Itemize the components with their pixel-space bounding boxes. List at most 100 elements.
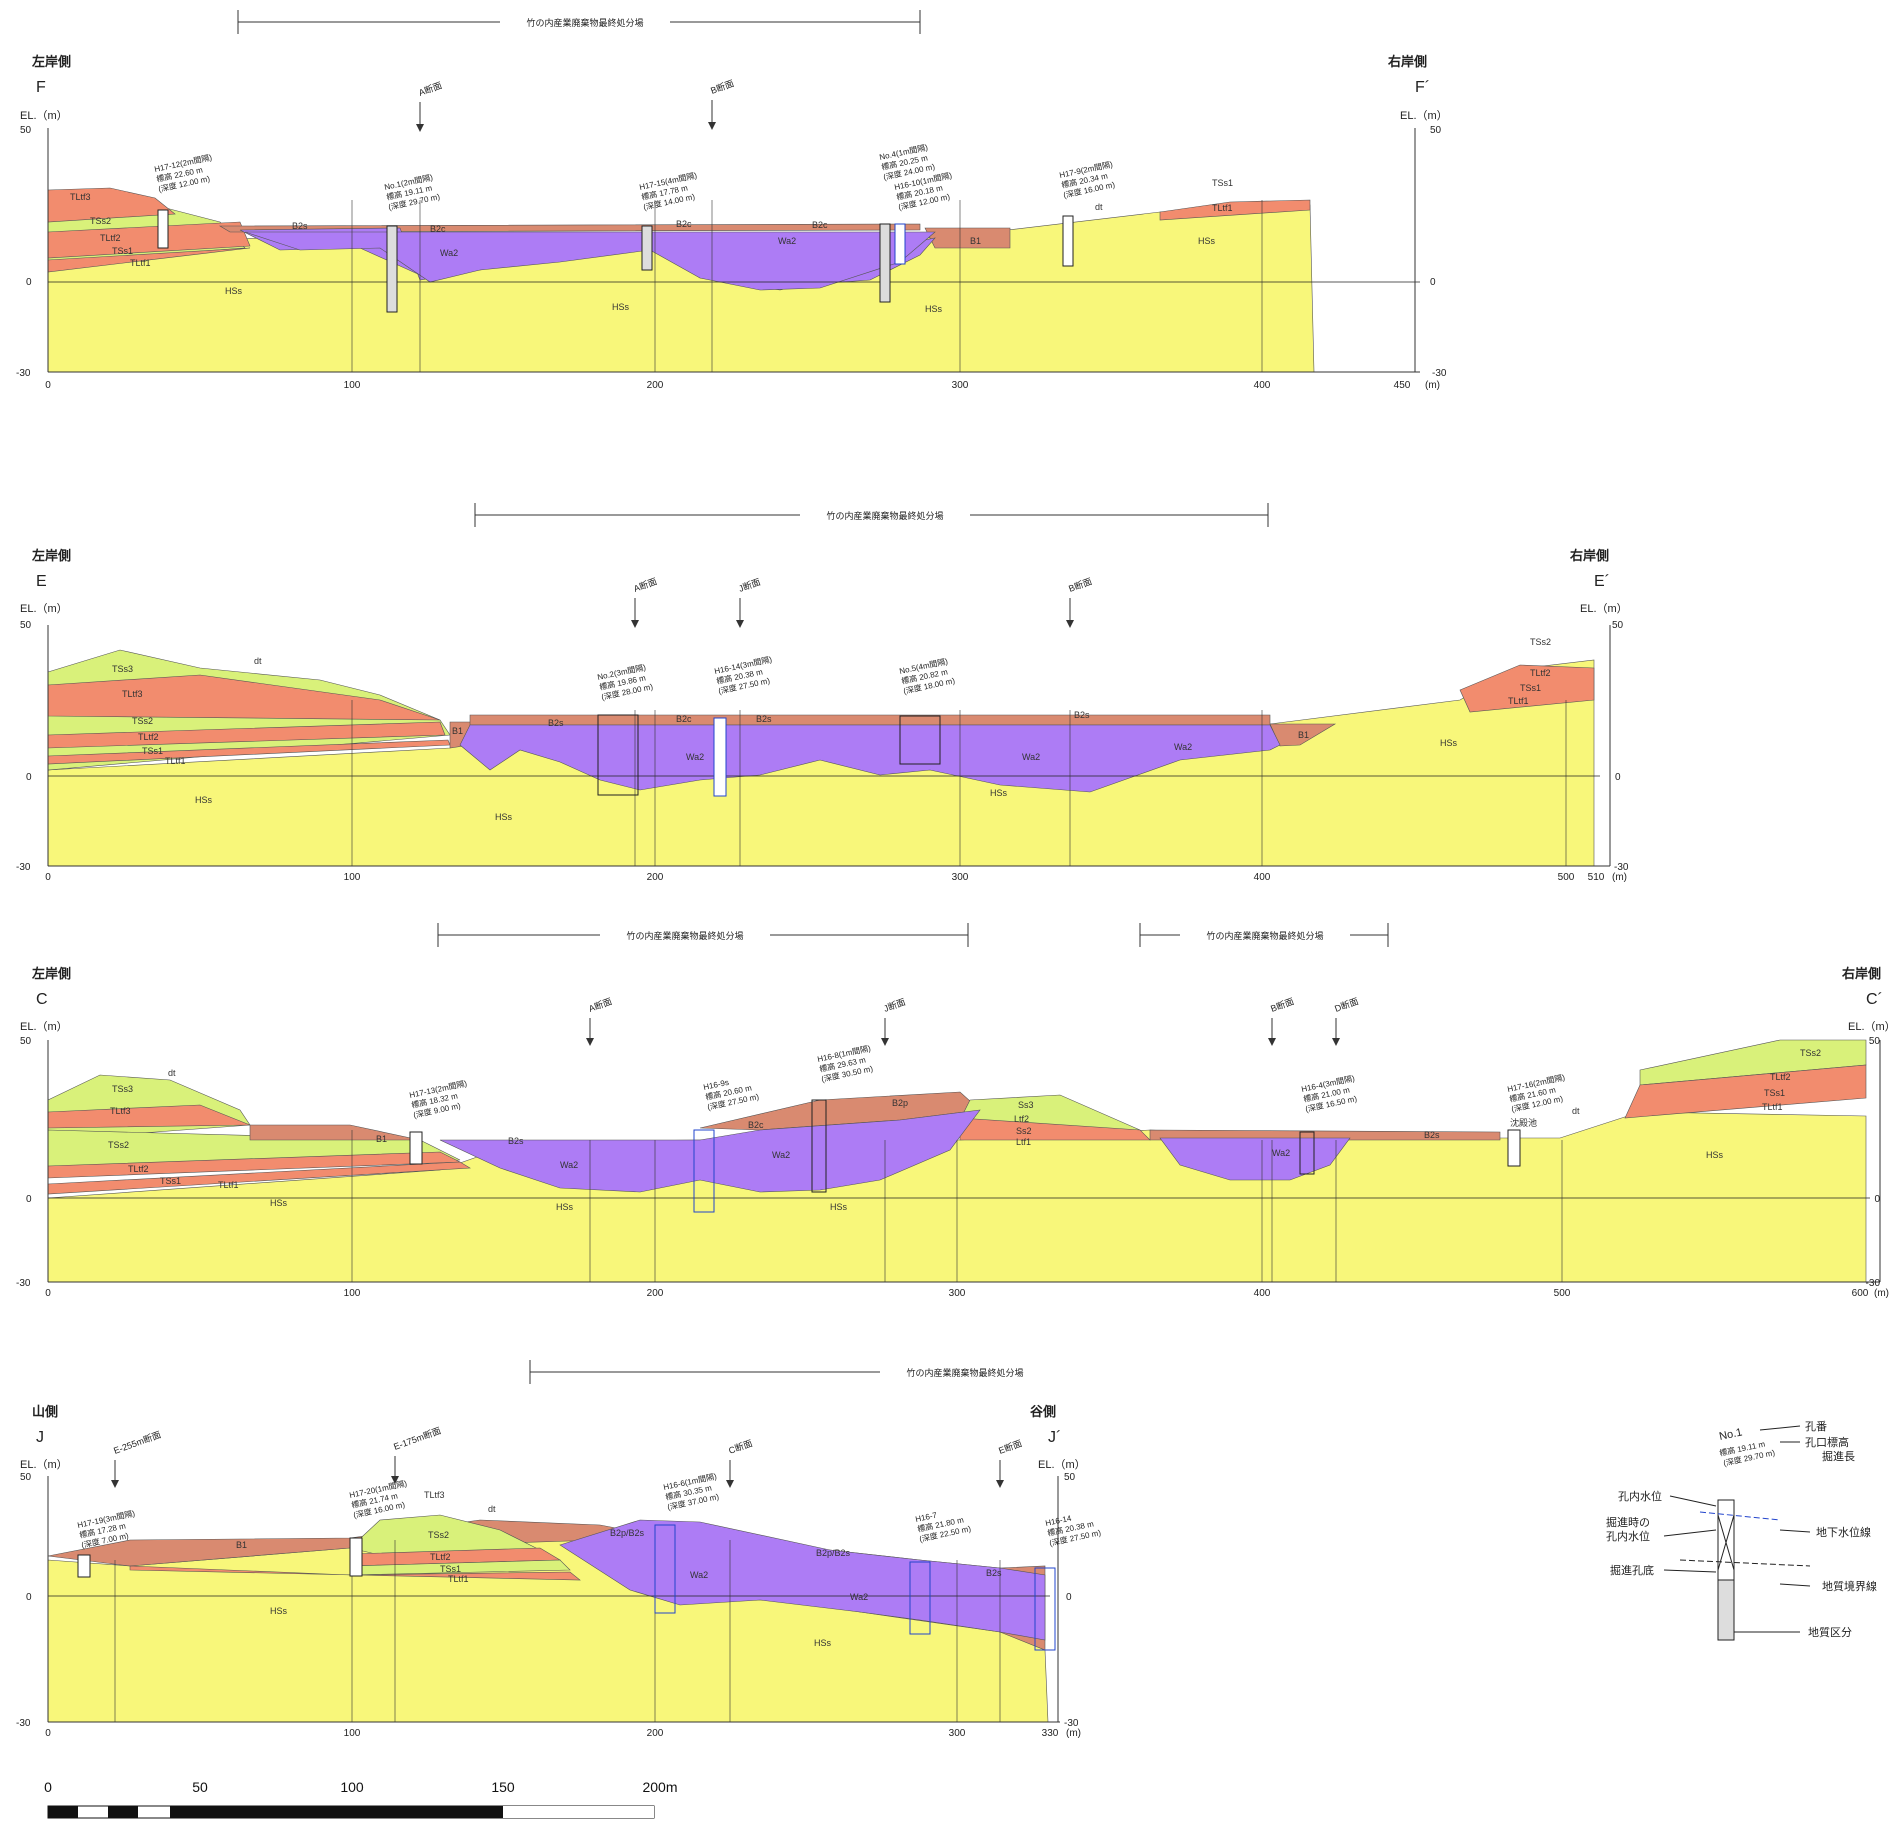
x-tick: 200 bbox=[647, 380, 664, 391]
ref-section-label: E-175m断面 bbox=[392, 1425, 442, 1452]
layer-label: B2s bbox=[1074, 710, 1090, 720]
x-tick: 400 bbox=[1254, 872, 1271, 883]
y-tick: 50 bbox=[20, 620, 32, 631]
ref-section-label: D断面 bbox=[1333, 995, 1360, 1014]
y-tick-right: 50 bbox=[1064, 1472, 1076, 1483]
y-tick: 0 bbox=[26, 772, 32, 783]
section-e: 竹の内産業廃棄物最終処分場 左岸側 E 右岸側 E´ EL.（m） EL.（m）… bbox=[16, 503, 1629, 883]
y-tick-right: 0 bbox=[1430, 277, 1436, 288]
el-axis-label: EL.（m） bbox=[20, 1020, 68, 1033]
y-tick: 0 bbox=[26, 1592, 32, 1603]
section-f: 竹の内産業廃棄物最終処分場 左岸側 F 右岸側 F´ EL.（m） EL.（m） bbox=[16, 10, 1448, 391]
y-tick-right: -30 bbox=[1064, 1718, 1079, 1729]
layer-label: HSs bbox=[495, 812, 513, 822]
right-section-mark: F´ bbox=[1415, 79, 1430, 96]
x-unit: (m) bbox=[1612, 872, 1627, 883]
x-tick: 0 bbox=[45, 872, 51, 883]
layer-label: TLtf3 bbox=[424, 1490, 445, 1500]
scale-tick: 50 bbox=[192, 1779, 208, 1795]
layer-label: TSs1 bbox=[142, 746, 163, 756]
site-banner: 竹の内産業廃棄物最終処分場 bbox=[826, 510, 943, 521]
x-tick: 400 bbox=[1254, 1288, 1271, 1299]
ref-section-label: A断面 bbox=[417, 79, 443, 98]
el-axis-label-right: EL.（m） bbox=[1580, 602, 1628, 615]
x-tick: 400 bbox=[1254, 380, 1271, 391]
right-side-label: 右岸側 bbox=[1569, 548, 1609, 563]
site-banner: 竹の内産業廃棄物最終処分場 bbox=[626, 930, 743, 941]
legend-hole-no: 孔番 bbox=[1805, 1420, 1827, 1433]
x-tick: 600 bbox=[1852, 1288, 1869, 1299]
legend-groundwater-line: 地下水位線 bbox=[1816, 1525, 1871, 1539]
x-tick: 0 bbox=[45, 1288, 51, 1299]
x-tick: 500 bbox=[1558, 872, 1575, 883]
x-tick: 300 bbox=[949, 1288, 966, 1299]
layer-label: B2s bbox=[508, 1136, 524, 1146]
el-axis-label: EL.（m） bbox=[20, 602, 68, 615]
legend-hole-bottom: 掘進孔底 bbox=[1610, 1563, 1654, 1577]
layer-label: TSs3 bbox=[112, 664, 133, 674]
y-tick-right: 50 bbox=[1612, 620, 1624, 631]
layer-label: Wa2 bbox=[560, 1160, 578, 1170]
left-section-mark: J bbox=[36, 1429, 44, 1446]
left-side-label: 左岸側 bbox=[32, 548, 71, 563]
y-tick: 50 bbox=[20, 125, 32, 136]
layer-label: B2s bbox=[292, 221, 308, 231]
layer-label: HSs bbox=[225, 286, 243, 296]
layer-label: TLtf2 bbox=[1530, 668, 1551, 678]
layer-label: HSs bbox=[1706, 1150, 1724, 1160]
layer-label: TLtf3 bbox=[122, 689, 143, 699]
ref-section-label: B断面 bbox=[1269, 995, 1295, 1014]
layer-label: TLtf2 bbox=[100, 233, 121, 243]
y-tick-right: 0 bbox=[1066, 1592, 1072, 1603]
layer-label: HSs bbox=[830, 1202, 848, 1212]
ref-section-label: E-255m断面 bbox=[112, 1429, 162, 1456]
y-tick-right: -30 bbox=[1432, 368, 1447, 379]
right-side-label: 右岸側 bbox=[1841, 966, 1881, 981]
layer-label: TLtf1 bbox=[165, 756, 186, 766]
y-tick: 50 bbox=[20, 1472, 32, 1483]
left-section-mark: F bbox=[36, 79, 46, 96]
layer-label: dt bbox=[168, 1068, 176, 1078]
ref-section-label: B断面 bbox=[1067, 575, 1093, 594]
ref-section-label: B断面 bbox=[709, 77, 735, 96]
layer-label: HSs bbox=[1440, 738, 1458, 748]
y-tick-right: -30 bbox=[1866, 1278, 1881, 1289]
site-banner: 竹の内産業廃棄物最終処分場 bbox=[1206, 930, 1323, 941]
scale-end-label: 200m bbox=[642, 1779, 677, 1795]
layer-label: TSs1 bbox=[1212, 178, 1233, 188]
layer-label: dt bbox=[254, 656, 262, 666]
y-tick: -30 bbox=[16, 368, 31, 379]
scale-tick: 100 bbox=[340, 1779, 364, 1795]
layer-label: HSs bbox=[1198, 236, 1216, 246]
y-tick-right: 0 bbox=[1615, 772, 1621, 783]
y-tick: -30 bbox=[16, 862, 31, 873]
layer-label: B1 bbox=[1298, 730, 1309, 740]
layer-label: TSs2 bbox=[90, 216, 111, 226]
right-side-label: 谷側 bbox=[1030, 1404, 1056, 1419]
layer-label: Wa2 bbox=[850, 1592, 868, 1602]
x-tick: 200 bbox=[647, 1728, 664, 1739]
el-axis-label-right: EL.（m） bbox=[1038, 1458, 1086, 1471]
layer-label: B1 bbox=[970, 236, 981, 246]
layer-label: HSs bbox=[556, 1202, 574, 1212]
x-tick: 450 bbox=[1394, 380, 1411, 391]
layer-label: TSs3 bbox=[112, 1084, 133, 1094]
right-section-mark: J´ bbox=[1048, 1429, 1061, 1446]
x-tick: 0 bbox=[45, 1728, 51, 1739]
layer-label: TSs1 bbox=[112, 246, 133, 256]
layer-label: TSs2 bbox=[108, 1140, 129, 1150]
layer-label: TSs1 bbox=[1764, 1088, 1785, 1098]
layer-label: TLtf3 bbox=[110, 1106, 131, 1116]
layer-label: TLtf2 bbox=[128, 1164, 149, 1174]
layer-label: B1 bbox=[236, 1540, 247, 1550]
ref-section-label: J断面 bbox=[882, 996, 907, 1014]
ref-section-label: E断面 bbox=[997, 1437, 1023, 1456]
legend-sample-no: No.1 bbox=[1718, 1426, 1743, 1443]
layer-label: TSs1 bbox=[440, 1564, 461, 1574]
x-tick: 200 bbox=[647, 872, 664, 883]
ref-section-label: A断面 bbox=[632, 575, 658, 594]
layer-label: HSs bbox=[270, 1606, 288, 1616]
section-j: 竹の内産業廃棄物最終処分場 山側 J 谷側 J´ EL.（m） EL.（m） 0… bbox=[16, 1360, 1102, 1739]
x-unit: (m) bbox=[1066, 1728, 1081, 1739]
layer-label: TLtf1 bbox=[448, 1574, 469, 1584]
